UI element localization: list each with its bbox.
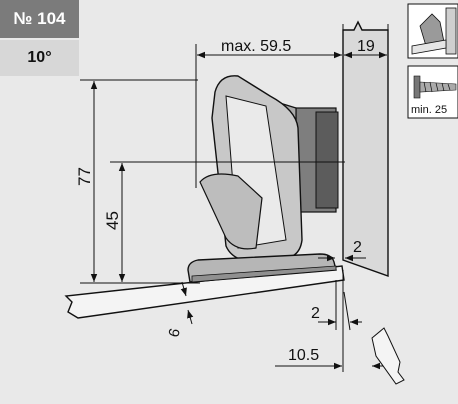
height-mid-dimension: 45	[103, 163, 126, 282]
height-mid-label: 45	[103, 211, 122, 230]
extension-lines	[80, 24, 389, 372]
max-width-label: max. 59.5	[221, 38, 291, 55]
gap-right-dimension: 2	[318, 239, 366, 262]
door-thickness-dimension: 6	[165, 281, 194, 339]
height-total-dimension: 77	[75, 81, 98, 282]
screw-thumbnail: min. 25	[407, 65, 458, 119]
offset-label: 10.5	[288, 347, 319, 364]
hinge-angle-badge: 10°	[0, 40, 79, 76]
gap-bottom-dimension: 2	[311, 305, 362, 326]
panel-cutaway	[371, 327, 405, 385]
hinge-number-badge: № 104	[0, 0, 79, 38]
hinge-thumbnail	[407, 3, 458, 59]
offset-dimension: 10.5	[275, 347, 396, 370]
hinge-arm	[199, 75, 303, 263]
height-total-label: 77	[75, 167, 94, 186]
hinge-cup	[187, 253, 337, 283]
panel-thickness-label: 19	[357, 38, 375, 55]
screw-min-length-label: min. 25	[411, 104, 447, 116]
door-thickness-label: 6	[165, 327, 184, 339]
door-panel	[64, 265, 345, 319]
gap-bottom-label: 2	[311, 305, 320, 322]
panel-thickness-dimension: 19	[344, 38, 387, 59]
max-width-dimension: max. 59.5	[197, 38, 342, 59]
gap-right-label: 2	[353, 239, 362, 256]
cabinet-side-panel	[342, 20, 389, 277]
